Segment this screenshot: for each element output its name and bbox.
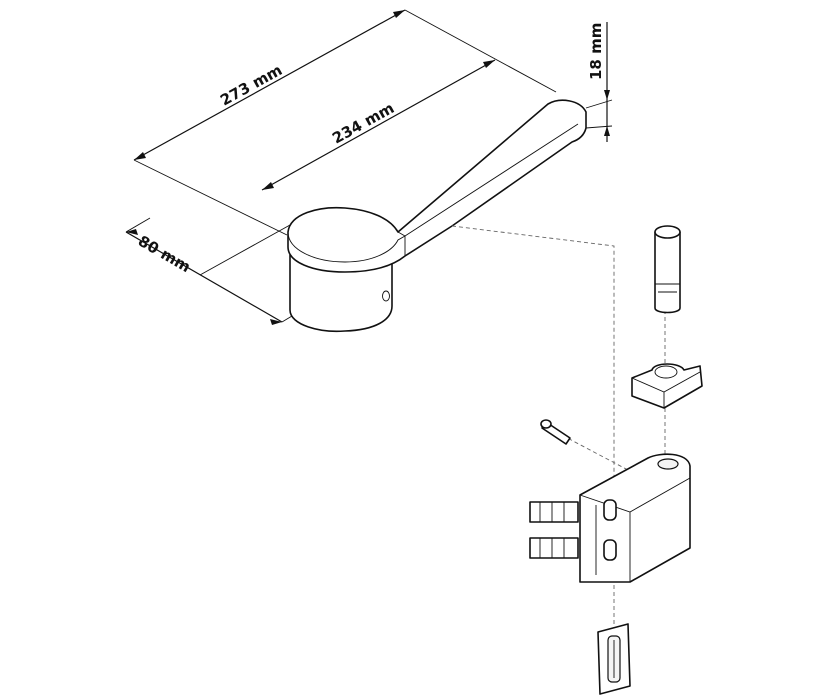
cover-plate [597,623,631,695]
spacer-block [631,363,703,409]
pin [654,225,681,314]
screw [540,419,571,445]
dimension-273-label: 273 mm [217,61,285,110]
dimension-234-label: 234 mm [329,99,397,148]
dimension-18: 18 mm [585,22,613,142]
hinge-bracket [529,453,691,583]
dimension-18-label: 18 mm [587,23,605,80]
dimension-80: 80 mm [125,217,293,325]
dimension-80-label: 80 mm [135,232,194,276]
handle-lever [287,99,587,333]
dimension-234: 234 mm [261,59,496,191]
